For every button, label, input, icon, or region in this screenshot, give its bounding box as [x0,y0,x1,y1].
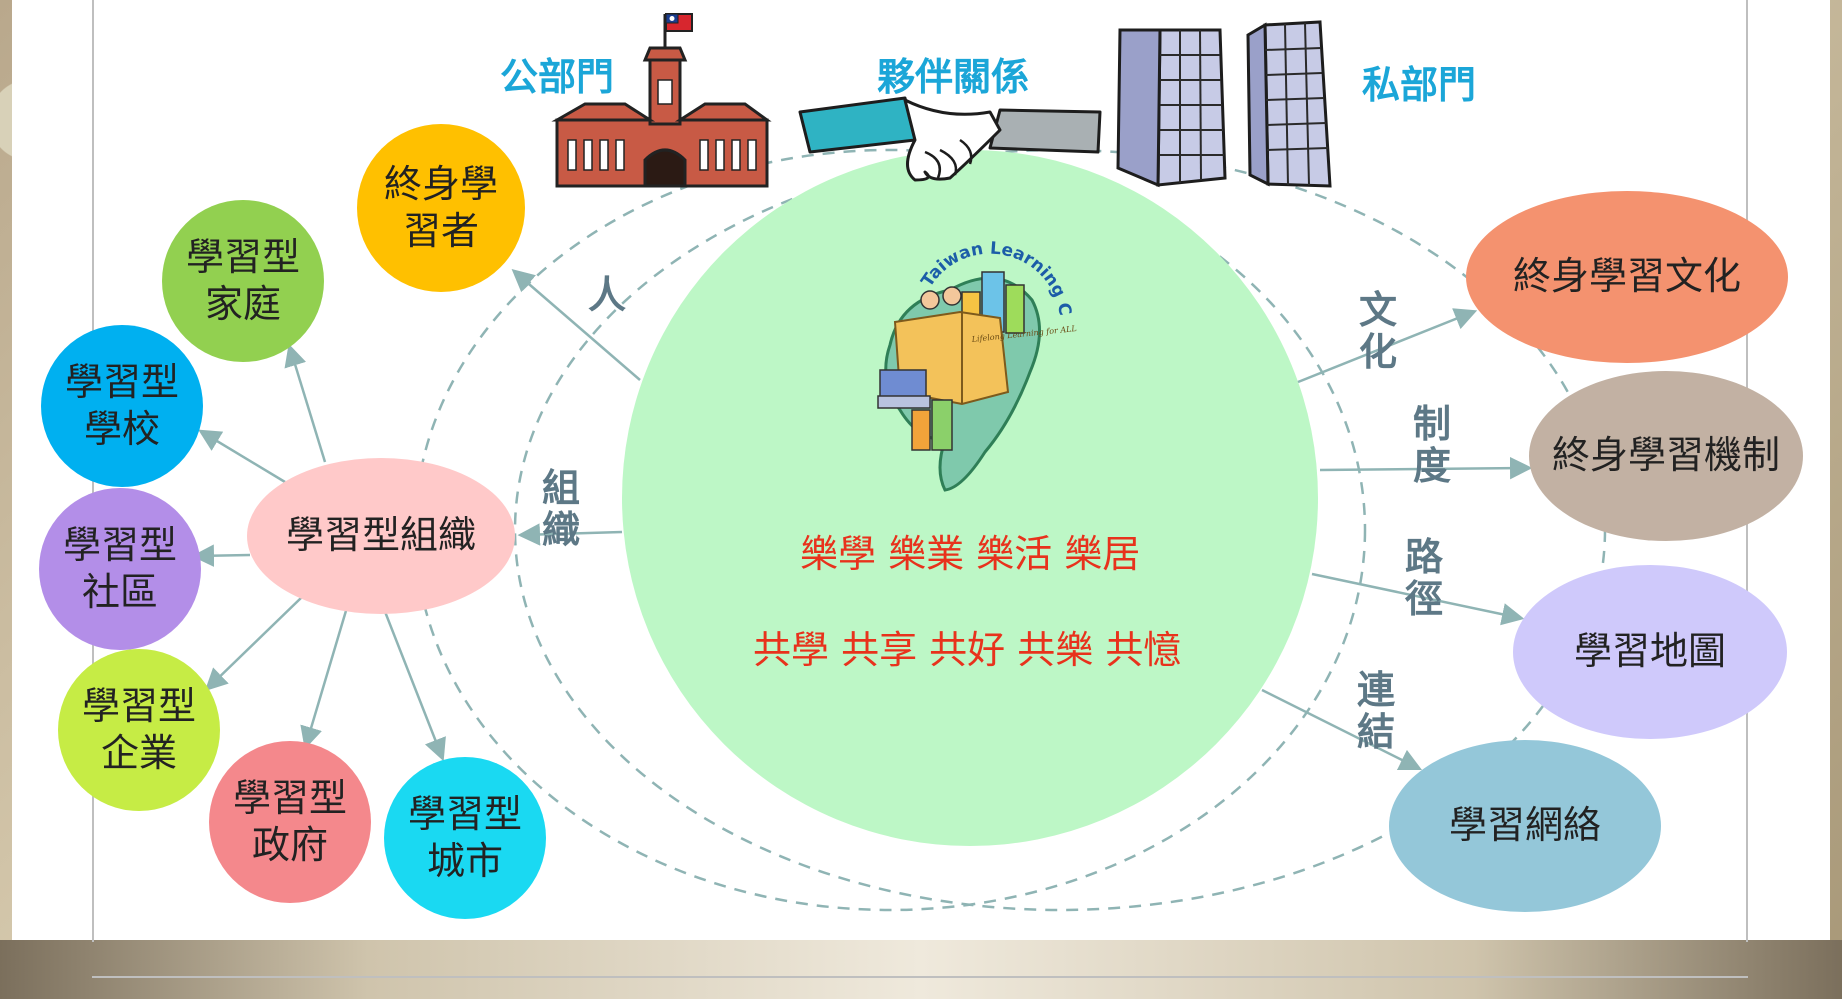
arrow-culture [1297,308,1478,384]
arrow-government [300,603,350,750]
school-line1: 學習型 [64,359,179,404]
edge-label-connection: 連結 [1356,668,1395,754]
arrow-system [1319,456,1533,480]
arrow-school [198,429,286,484]
map-ellipse [1513,565,1787,739]
center-circle [622,150,1318,846]
arrow-enterprise [204,596,303,692]
family-line1: 學習型 [185,234,300,279]
school-circle [41,325,203,487]
partnership-label: 夥伴關係 [877,55,1030,99]
office-towers-icon [1116,20,1332,188]
family-node: 學習型 家庭 [162,200,324,362]
network-label: 學習網絡 [1448,803,1601,848]
lifelong-learner-node: 終身學 習者 [357,124,525,292]
culture-label: 終身學習文化 [1512,254,1741,299]
arrow-pathway [1311,572,1525,626]
public-sector-label: 公部門 [500,55,615,99]
handshake-icon [798,96,1102,182]
government-building-icon [551,13,772,188]
community-line1: 學習型 [62,522,177,567]
community-line2: 社區 [81,570,158,614]
government-line1: 學習型 [232,775,347,820]
edge-label-pathway: 路徑 [1404,535,1443,621]
mechanism-ellipse [1529,371,1803,541]
motto-line-1: 樂學 樂業 樂活 樂居 [800,532,1141,576]
learning-org-node: 學習型組織 [247,458,515,614]
city-line1: 學習型 [407,791,522,836]
map-label: 學習地圖 [1573,629,1726,674]
enterprise-line1: 學習型 [81,683,196,728]
lifelong-learner-line2: 習者 [402,209,479,253]
private-sector-label: 私部門 [1362,63,1477,107]
network-ellipse [1389,740,1661,912]
culture-ellipse [1466,191,1788,363]
arrow-family [284,343,327,463]
edge-label-organization: 組織 [541,466,580,552]
arrow-connection [1261,688,1423,771]
bottom-map-strip [0,940,1842,999]
community-node: 學習型 社區 [39,488,201,650]
arrow-person [511,269,641,381]
edge-label-system: 制度 [1412,402,1451,488]
school-line2: 學校 [83,407,160,451]
family-line2: 家庭 [204,282,281,326]
enterprise-circle [58,649,220,811]
culture-node: 終身學習文化 [1466,191,1788,363]
lifelong-learner-line1: 終身學 [383,161,498,206]
lifelong-learner-circle [357,124,525,292]
government-circle [209,741,371,903]
arrow-community [191,544,251,567]
enterprise-node: 學習型 企業 [58,649,220,811]
mechanism-node: 終身學習機制 [1529,371,1803,541]
learning-org-ellipse [247,458,515,614]
enterprise-line2: 企業 [100,731,177,775]
school-node: 學習型 學校 [41,325,203,487]
mechanism-label: 終身學習機制 [1551,433,1780,478]
government-line2: 政府 [251,823,328,867]
map-node: 學習地圖 [1513,565,1787,739]
city-line2: 城市 [426,839,503,883]
learning-org-label: 學習型組織 [285,513,476,558]
frame-line-bottom [92,976,1748,978]
community-circle [39,488,201,650]
edge-label-culture: 文化 [1358,288,1397,374]
arrow-organization [517,523,623,546]
network-node: 學習網絡 [1389,740,1661,912]
arrow-city [380,603,446,762]
motto-line-2: 共學 共享 共好 共樂 共憶 [753,628,1182,672]
edge-label-person: 人 [587,273,626,317]
government-node: 學習型 政府 [209,741,371,903]
city-circle [384,757,546,919]
family-circle [162,200,324,362]
city-node: 學習型 城市 [384,757,546,919]
